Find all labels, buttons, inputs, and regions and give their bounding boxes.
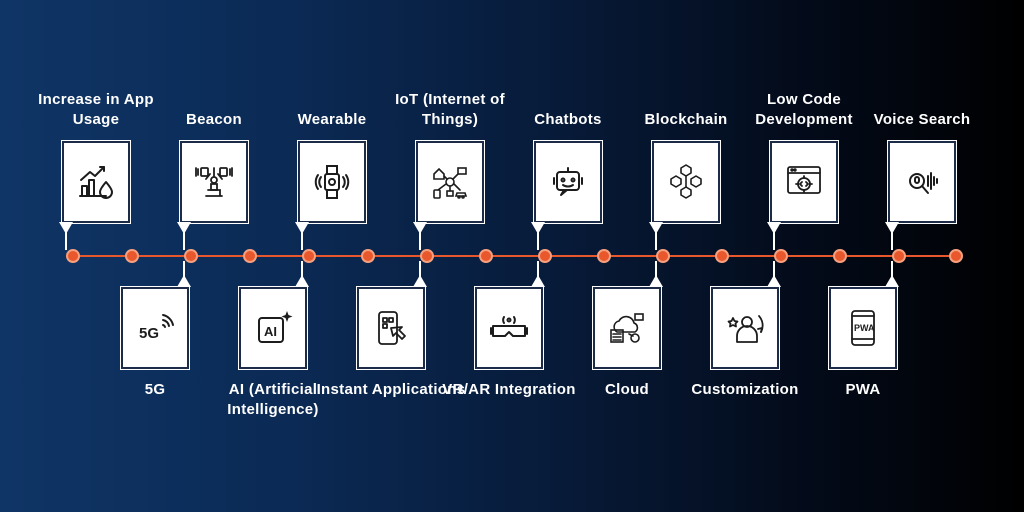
timeline-dot [892,249,906,263]
card-pointer [531,275,545,287]
timeline-dot [949,249,963,263]
milestone-label: Chatbots [534,111,602,128]
blockchain-icon [670,164,702,199]
timeline-dot [361,249,375,263]
icon-text: AI [264,324,277,339]
card-connector [891,232,893,250]
card-pointer [413,275,427,287]
timeline-line [72,255,956,257]
milestone-label: Blockchain [644,111,728,128]
beacon-icon [195,167,233,197]
milestone-label: Voice Search [873,111,971,128]
card-connector [301,261,303,277]
card-pointer [531,222,545,234]
card-pointer [59,222,73,234]
card-pointer [649,222,663,234]
code-gear-icon [787,166,821,194]
card-connector [773,261,775,277]
card-connector [537,232,539,250]
milestone-card-blockchain [652,141,720,223]
timeline-dot [302,249,316,263]
ai-chip-icon: AI [258,311,293,343]
milestone-label: Instant Applications [316,381,466,398]
milestone-label: AI (Artificial Intelligence) [227,381,319,418]
card-connector [301,232,303,250]
card-connector [537,261,539,277]
timeline-dot [774,249,788,263]
card-pointer [767,275,781,287]
icon-text: PWA [854,323,875,333]
customization-icon [727,315,764,343]
timeline-dot [833,249,847,263]
timeline-dot [656,249,670,263]
smartwatch-icon [314,165,350,199]
milestone-card-iot-internet-of-things [416,141,484,223]
card-connector [655,232,657,250]
card-connector [183,232,185,250]
milestone-card-customization [711,287,779,369]
milestone-label: Customization [691,381,799,398]
timeline-dot [715,249,729,263]
milestone-label: Beacon [186,111,242,128]
card-pointer [885,275,899,287]
milestone-label: Increase in App Usage [38,91,154,128]
pwa-phone-icon: PWA [851,310,875,346]
iot-network-icon [433,167,468,199]
card-connector [773,232,775,250]
card-pointer [649,275,663,287]
milestone-label: Low Code Development [755,91,853,128]
card-pointer [295,222,309,234]
card-connector [655,261,657,277]
milestone-card-instant-applications [357,287,425,369]
cloud-icon [610,313,644,343]
card-connector [891,261,893,277]
card-connector [65,232,67,250]
voice-search-icon [909,172,938,194]
timeline-dot [66,249,80,263]
milestone-card-increase-in-app-usage [62,141,130,223]
5g-signal-icon: 5G [139,314,174,342]
card-pointer [177,275,191,287]
milestone-label: IoT (Internet of Things) [395,91,505,128]
milestone-card-low-code-development [770,141,838,223]
milestone-card-vr-ar-integration [475,287,543,369]
milestone-card-chatbots [534,141,602,223]
timeline-dot [597,249,611,263]
milestone-label: Cloud [605,381,649,398]
growth-chart-icon [79,166,113,199]
card-connector [419,261,421,277]
timeline-dot [420,249,434,263]
timeline-dot [479,249,493,263]
card-pointer [885,222,899,234]
milestone-label: 5G [144,381,166,398]
chatbot-icon [553,167,583,196]
milestone-card-ai-artificial-intelligence: AI [239,287,307,369]
timeline-dot [125,249,139,263]
card-pointer [177,222,191,234]
milestone-card-pwa: PWA [829,287,897,369]
milestone-card-5g: 5G [121,287,189,369]
milestone-label: VR/AR Integration [442,381,576,398]
milestone-label: Wearable [297,111,367,128]
card-connector [183,261,185,277]
milestone-card-wearable [298,141,366,223]
timeline-dot [243,249,257,263]
milestone-label: PWA [845,381,881,398]
card-connector [419,232,421,250]
card-pointer [767,222,781,234]
milestone-card-cloud [593,287,661,369]
card-pointer [413,222,427,234]
vr-headset-icon [490,316,528,337]
instant-app-icon [378,311,406,345]
timeline-dot [538,249,552,263]
icon-text: 5G [139,325,159,342]
milestone-card-beacon [180,141,248,223]
card-pointer [295,275,309,287]
timeline-dot [184,249,198,263]
milestone-card-voice-search [888,141,956,223]
